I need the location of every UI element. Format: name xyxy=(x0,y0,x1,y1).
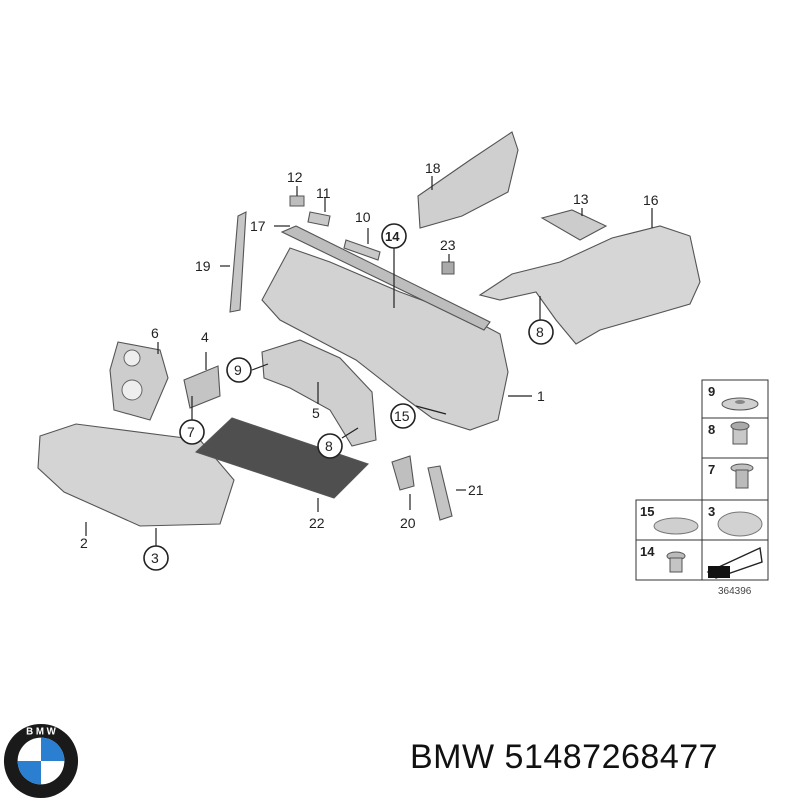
callout-22: 22 xyxy=(309,515,325,531)
callout-5: 5 xyxy=(312,405,320,421)
callout-1: 1 xyxy=(537,388,545,404)
part-18-insulation xyxy=(417,131,519,229)
callout-9: 9 xyxy=(234,362,242,378)
callout-21: 21 xyxy=(468,482,484,498)
callout-11: 11 xyxy=(316,185,331,201)
callout-9-circle xyxy=(226,357,252,383)
callout-3: 3 xyxy=(151,550,159,566)
table-label-3: 3 xyxy=(708,504,715,519)
bmw-logo-icon: B M W xyxy=(3,723,79,799)
part-23-block xyxy=(441,261,455,275)
part-19-strip xyxy=(229,211,247,313)
table-label-7: 7 xyxy=(708,462,715,477)
table-label-15: 15 xyxy=(640,504,654,519)
part-2-mat xyxy=(37,423,235,527)
part-11-strip xyxy=(307,211,331,227)
leader-lines xyxy=(85,176,653,546)
callout-6: 6 xyxy=(151,325,159,341)
part-15-cap xyxy=(653,517,699,535)
brand-name: BMW xyxy=(410,738,495,776)
callout-13: 13 xyxy=(573,191,589,207)
callout-3-circle xyxy=(143,545,169,571)
callout-15-circle xyxy=(390,403,416,429)
part-caption: BMW 51487268477 xyxy=(410,738,718,777)
callout-4: 4 xyxy=(201,329,209,345)
callout-8: 8 xyxy=(536,324,544,340)
part-13-bracket xyxy=(540,209,608,241)
part-17-rail xyxy=(280,225,491,331)
svg-text:B M W: B M W xyxy=(26,727,57,738)
callout-18: 18 xyxy=(425,160,441,176)
part-12-pad xyxy=(289,195,305,207)
callout-16: 16 xyxy=(643,192,659,208)
callout-8b: 8 xyxy=(325,438,333,454)
callout-7-circle xyxy=(179,419,205,445)
callout-19: 19 xyxy=(195,258,211,274)
callout-10: 10 xyxy=(355,209,371,225)
callout-14: 14 xyxy=(385,229,400,244)
callout-8b-circle xyxy=(317,433,343,459)
callout-15: 15 xyxy=(394,408,410,424)
callout-12: 12 xyxy=(287,169,303,185)
part-3-cap xyxy=(717,511,763,537)
part-16-firewall-insulation xyxy=(478,225,701,345)
part-number: 51487268477 xyxy=(504,738,719,776)
callout-7: 7 xyxy=(187,424,195,440)
table-label-9: 9 xyxy=(708,384,715,399)
callout-20: 20 xyxy=(400,515,416,531)
callout-8-circle xyxy=(528,319,554,345)
fastener-table: 9 8 7 15 3 14 xyxy=(635,379,769,581)
part-21-bracket xyxy=(427,465,453,521)
table-label-14: 14 xyxy=(640,544,655,559)
part-10-strip xyxy=(343,239,381,261)
reference-number: 364396 xyxy=(718,586,752,597)
callout-2: 2 xyxy=(80,535,88,551)
callout-14-circle xyxy=(381,223,407,249)
callout-23: 23 xyxy=(440,237,456,253)
part-20-bracket xyxy=(391,455,415,491)
table-label-8: 8 xyxy=(708,422,715,437)
callout-17: 17 xyxy=(250,218,266,234)
part-5-strut-insulation xyxy=(261,339,377,447)
part-4-bracket xyxy=(183,365,221,409)
part-1-bulkhead xyxy=(261,247,509,431)
part-22-pad xyxy=(194,417,370,499)
